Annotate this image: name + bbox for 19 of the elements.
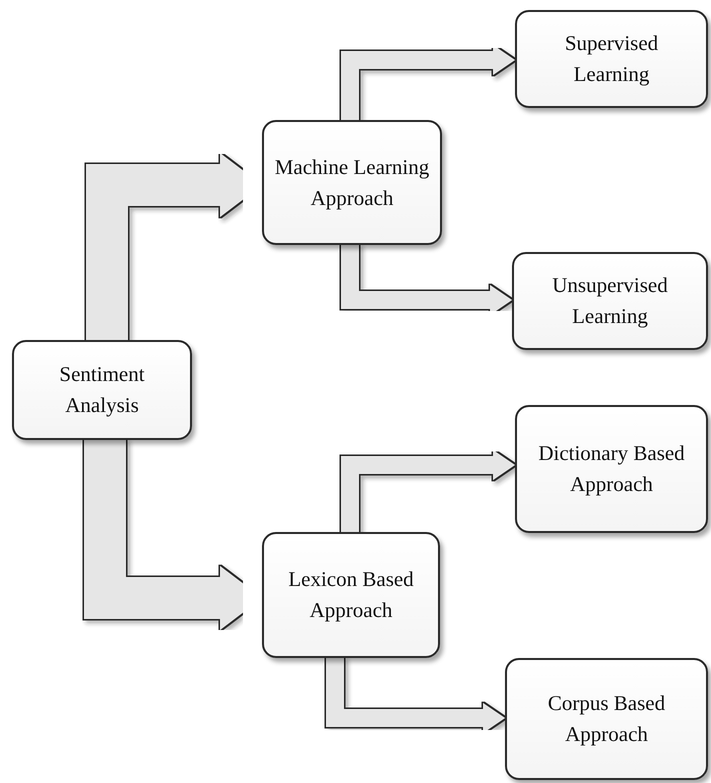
process-box: [262, 532, 440, 658]
box-label: Unsupervised Learning: [551, 272, 669, 330]
block-arrow: [341, 45, 515, 120]
box-label: Dictionary Based Approach: [537, 440, 686, 498]
box-label: Corpus Based Approach: [546, 690, 666, 748]
process-box: [515, 405, 708, 533]
process-box: [505, 658, 708, 780]
process-box: [512, 252, 708, 350]
box-label: Lexicon Based Approach: [287, 566, 415, 624]
box-label: Machine Learning Approach: [274, 154, 430, 212]
box-label: Supervised Learning: [564, 30, 660, 88]
block-arrow: [341, 450, 515, 532]
process-box: [12, 340, 192, 440]
process-box: [515, 10, 708, 108]
box-label: Sentiment Analysis: [58, 361, 146, 419]
block-arrow: [341, 245, 512, 315]
process-box: [262, 120, 442, 245]
block-arrow: [84, 440, 262, 630]
block-arrow: [326, 658, 505, 733]
